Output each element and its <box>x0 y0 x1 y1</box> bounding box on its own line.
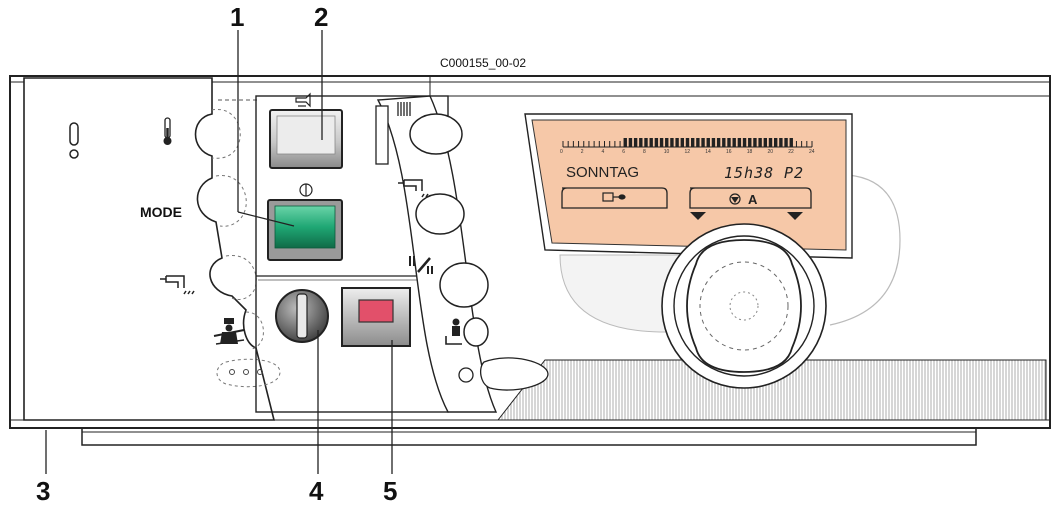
lcd-box-left <box>561 187 668 209</box>
exclamation-icon <box>69 122 79 159</box>
strip-button-6[interactable] <box>479 357 549 391</box>
hour-tick-label: 20 <box>767 149 774 155</box>
hour-tick-label: 6 <box>622 149 626 155</box>
lcd-box-right <box>689 187 812 220</box>
hour-tick-label: 4 <box>601 149 605 155</box>
callout-3: 3 <box>36 476 51 506</box>
hour-tick-label: 0 <box>560 149 563 155</box>
horn-icon <box>295 92 311 108</box>
display-side-curve <box>829 174 901 326</box>
lcd-day: SONNTAG <box>566 164 640 181</box>
strip-tap-icon <box>398 179 429 198</box>
lcd-time: 15h38 <box>724 164 775 182</box>
hour-tick-label: 14 <box>705 149 711 155</box>
flap-scallop-2 <box>215 175 247 227</box>
strip-bar <box>375 105 389 165</box>
lcd-display <box>524 113 853 259</box>
hour-tick-label: 10 <box>663 149 670 155</box>
rotary-dial[interactable] <box>661 223 827 389</box>
flap-scallop-5 <box>216 358 281 388</box>
bar-grid-icon <box>397 102 411 116</box>
hour-tick-label: 18 <box>746 149 753 155</box>
tap-icon <box>160 275 195 295</box>
main-switch-button[interactable] <box>267 199 343 261</box>
hour-tick-label: 12 <box>684 149 691 155</box>
strip-button-5[interactable] <box>458 367 474 383</box>
power-icon <box>299 183 313 197</box>
hour-ticks <box>562 138 813 147</box>
fan-icon <box>729 193 741 205</box>
leader-lines <box>45 30 393 474</box>
burner-icon <box>602 192 626 202</box>
mode-label: MODE <box>140 204 182 220</box>
manual-mode-icon <box>445 318 462 345</box>
flap-scallop-1 <box>211 108 241 159</box>
chimney-sweep-icon <box>213 318 245 345</box>
summer-winter-icon <box>409 256 433 274</box>
flap-scallop-4 <box>245 311 264 350</box>
front-flap <box>23 77 276 421</box>
reference-code: C000155_00-02 <box>440 56 527 70</box>
hour-tick-label: 2 <box>580 149 584 155</box>
callout-4: 4 <box>309 476 324 506</box>
thermometer-icon <box>163 117 172 145</box>
fault-indicator-lamp <box>341 287 411 347</box>
callout-2: 2 <box>314 2 329 32</box>
fuse-knob[interactable] <box>275 289 329 343</box>
strip-button-1[interactable] <box>409 113 463 155</box>
callout-5: 5 <box>383 476 398 506</box>
horn-button[interactable] <box>269 109 343 169</box>
flap-dots <box>229 369 263 375</box>
strip-button-2[interactable] <box>415 193 465 235</box>
strip-button-3[interactable] <box>439 262 489 308</box>
callout-1: 1 <box>230 2 245 32</box>
hour-tick-label: 16 <box>726 149 732 155</box>
hour-tick-label: 22 <box>788 149 794 155</box>
hour-tick-label: 24 <box>809 149 815 155</box>
lcd-program: P2 <box>784 164 805 182</box>
lcd-mode-letter: A <box>748 192 758 207</box>
strip-button-4[interactable] <box>463 317 489 347</box>
hour-tick-label: 8 <box>643 149 646 155</box>
